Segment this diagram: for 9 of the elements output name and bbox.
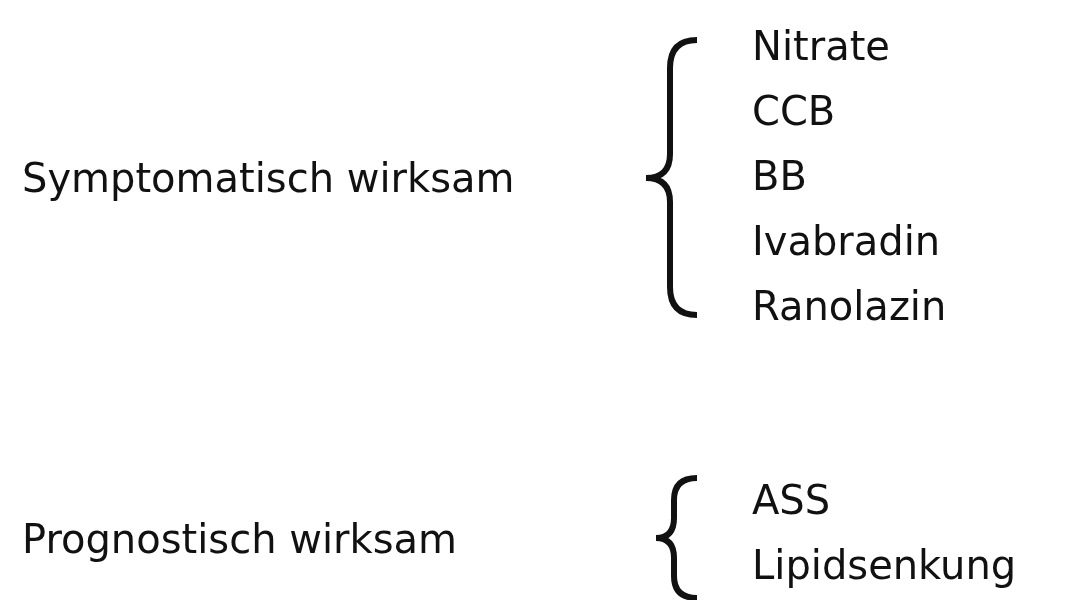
list-item: ASS	[752, 476, 831, 524]
group-label: Prognostisch wirksam	[22, 515, 457, 563]
list-item: Ranolazin	[752, 282, 947, 330]
list-item: Nitrate	[752, 22, 890, 70]
list-item: CCB	[752, 87, 836, 135]
list-item: Ivabradin	[752, 217, 941, 265]
group-label: Symptomatisch wirksam	[22, 154, 515, 202]
list-item: BB	[752, 152, 807, 200]
list-item: Lipidsenkung	[752, 541, 1017, 589]
